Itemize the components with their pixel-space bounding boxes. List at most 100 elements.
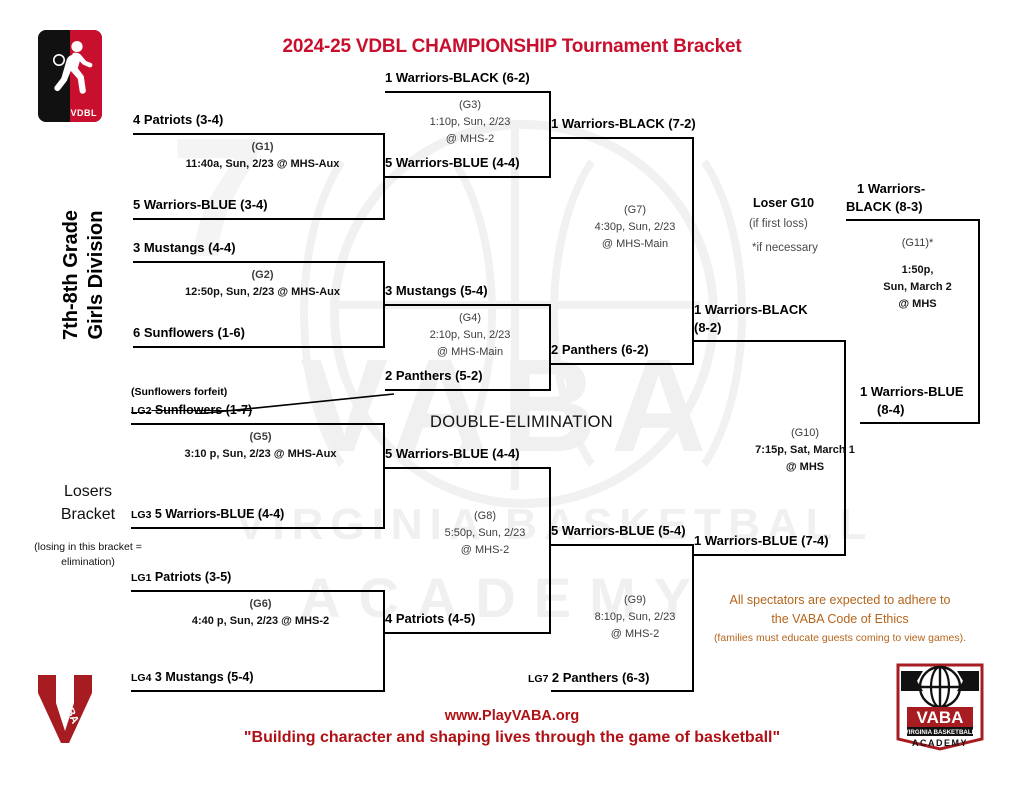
game-id-g6: (G6) — [249, 598, 272, 610]
sunflowers-forfeit-note: (Sunflowers forfeit) — [131, 386, 228, 398]
game-time-g11: 1:50p, — [901, 264, 934, 277]
bracket-line — [549, 91, 551, 178]
bracket-line — [692, 137, 694, 365]
seed-warriorsblack-8-2-line1: 1 Warriors-BLACK — [694, 302, 808, 317]
game-time-g2: 12:50p, Sun, 2/23 @ MHS-Aux — [185, 286, 340, 299]
forfeit-slash-line — [196, 393, 394, 414]
seed-lg3-team: 5 Warriors-BLUE (4-4) — [154, 507, 285, 521]
seed-lg1-prefix: LG1 — [131, 572, 152, 584]
seed-champion-line1: 1 Warriors- — [857, 181, 926, 196]
footer-website[interactable]: www.PlayVABA.org — [444, 708, 580, 724]
bracket-line — [131, 423, 385, 425]
seed-lb-warriorsblue-4-4: 5 Warriors-BLUE (4-4) — [385, 446, 520, 461]
loser-g10-label: Loser G10 — [753, 196, 815, 210]
bracket-line — [131, 590, 385, 592]
seed-sunflowers-1-6: 6 Sunflowers (1-6) — [133, 325, 245, 340]
seed-runnerup-line1: 1 Warriors-BLUE — [860, 384, 964, 399]
bracket-line — [133, 133, 385, 135]
double-elimination-label: DOUBLE-ELIMINATION — [430, 413, 613, 431]
game-info-g10: (G10) 7:15p, Sat, March 1 @ MHS — [740, 425, 870, 476]
bracket-line — [385, 304, 551, 306]
bracket-line — [860, 422, 980, 424]
if-first-loss-note: (if first loss) — [749, 218, 808, 230]
seed-lb-warriorsblue-5-4: 5 Warriors-BLUE (5-4) — [551, 523, 686, 538]
game-time-g8: 5:50p, Sun, 2/23 — [444, 527, 526, 540]
bracket-line — [133, 218, 385, 220]
seed-lg4-mustangs-5-4: LG4 3 Mustangs (5-4) — [131, 670, 254, 685]
seed-lg3-warriorsblue-4-4: LG3 5 Warriors-BLUE (4-4) — [131, 507, 285, 522]
seed-panthers-6-2: 2 Panthers (6-2) — [551, 342, 649, 357]
seed-panthers-5-2: 2 Panthers (5-2) — [385, 368, 483, 383]
bracket-line — [383, 261, 385, 348]
seed-mustangs-5-4: 3 Mustangs (5-4) — [385, 283, 488, 298]
game-id-g5: (G5) — [249, 431, 272, 443]
vdbl-logo: VDBL — [36, 28, 104, 124]
game-time-g3: 1:10p, Sun, 2/23 — [429, 116, 511, 129]
losers-bracket-label: Losers Bracket — [34, 480, 142, 526]
bracket-line — [551, 137, 694, 139]
bracket-line — [383, 133, 385, 220]
game-info-g7: (G7) 4:30p, Sun, 2/23 @ MHS-Main — [570, 202, 700, 253]
game-venue-g7: @ MHS-Main — [601, 238, 669, 251]
seed-lg2-sunflowers-1-7: LG2 Sunflowers (1-7) — [131, 403, 252, 418]
seed-lg1-team: Patriots (3-5) — [154, 570, 232, 584]
losers-bracket-label-line1: Losers — [63, 483, 113, 500]
basketball-player-icon — [53, 41, 93, 94]
bracket-line — [844, 340, 846, 555]
seed-lg3-prefix: LG3 — [131, 509, 152, 521]
division-label-line2: Girls Division — [85, 210, 107, 340]
game-info-g1: (G1) 11:40a, Sun, 2/23 @ MHS-Aux — [150, 139, 375, 173]
bracket-line — [133, 346, 385, 348]
game-id-g2: (G2) — [251, 269, 274, 281]
bracket-line — [692, 544, 694, 692]
game-venue-g9: @ MHS-2 — [610, 628, 660, 641]
seed-lb-warriorsblue-7-4: 1 Warriors-BLUE (7-4) — [694, 533, 829, 548]
vaba-academy-logo: VABA VIRGINIA BASKETBALL ACADEMY — [896, 663, 984, 751]
bracket-line — [385, 176, 551, 178]
vaba-academy-logo-sub: VIRGINIA BASKETBALL — [905, 729, 976, 736]
game-id-g1: (G1) — [251, 141, 274, 153]
game-info-g5: (G5) 3:10 p, Sun, 2/23 @ MHS-Aux — [148, 429, 373, 463]
seed-mustangs-4-4: 3 Mustangs (4-4) — [133, 240, 236, 255]
game-time-g10: 7:15p, Sat, March 1 — [755, 444, 855, 457]
losers-bracket-label-line2: Bracket — [60, 506, 116, 524]
game-id-g9: (G9) — [624, 594, 646, 606]
game-info-g2: (G2) 12:50p, Sun, 2/23 @ MHS-Aux — [150, 267, 375, 301]
bracket-line — [551, 544, 694, 546]
bracket-line — [978, 219, 980, 424]
seed-lb-patriots-4-5: 4 Patriots (4-5) — [385, 611, 476, 626]
game-info-g4: (G4) 2:10p, Sun, 2/23 @ MHS-Main — [400, 310, 540, 361]
bracket-line — [383, 423, 385, 529]
game-info-g3: (G3) 1:10p, Sun, 2/23 @ MHS-2 — [400, 97, 540, 148]
bracket-line — [385, 389, 551, 391]
bracket-line — [549, 304, 551, 391]
game-time-g5: 3:10 p, Sun, 2/23 @ MHS-Aux — [184, 448, 337, 461]
game-info-g8: (G8) 5:50p, Sun, 2/23 @ MHS-2 — [420, 508, 550, 559]
bracket-line — [385, 467, 551, 469]
bracket-line — [549, 467, 551, 634]
ethics-line1: All spectators are expected to adhere to — [729, 593, 951, 607]
game-id-g3: (G3) — [459, 99, 481, 111]
seed-warriorsblack-6-2: 1 Warriors-BLACK (6-2) — [385, 70, 530, 85]
game-id-g10: (G10) — [790, 427, 820, 439]
game-time-g6: 4:40 p, Sun, 2/23 @ MHS-2 — [191, 615, 330, 628]
vaba-academy-logo-word: ACADEMY — [912, 738, 968, 748]
ethics-line2: the VABA Code of Ethics — [771, 611, 909, 626]
seed-warriorsblack-7-2: 1 Warriors-BLACK (7-2) — [551, 116, 696, 131]
game-time-g4: 2:10p, Sun, 2/23 — [429, 329, 511, 342]
seed-lg4-prefix: LG4 — [131, 672, 152, 684]
division-label: 7th-8th Grade Girls Division — [59, 165, 109, 385]
bracket-line — [131, 527, 385, 529]
game-id-g8: (G8) — [474, 510, 496, 522]
game-date-g11: Sun, March 2 — [883, 281, 952, 294]
seed-lg7-panthers-6-3: LG7 2 Panthers (6-3) — [528, 670, 650, 686]
game-id-g11: (G11)* — [901, 237, 934, 249]
code-of-ethics-note: All spectators are expected to adhere to… — [690, 591, 990, 646]
game-id-g4: (G4) — [459, 312, 481, 324]
seed-lg7-team: 2 Panthers (6-3) — [551, 670, 650, 685]
game-venue-g8: @ MHS-2 — [460, 544, 510, 557]
game-venue-g4: @ MHS-Main — [436, 346, 504, 359]
seed-lg2-prefix: LG2 — [131, 405, 152, 417]
seed-patriots-3-4: 4 Patriots (3-4) — [133, 112, 224, 127]
bracket-line — [551, 363, 694, 365]
